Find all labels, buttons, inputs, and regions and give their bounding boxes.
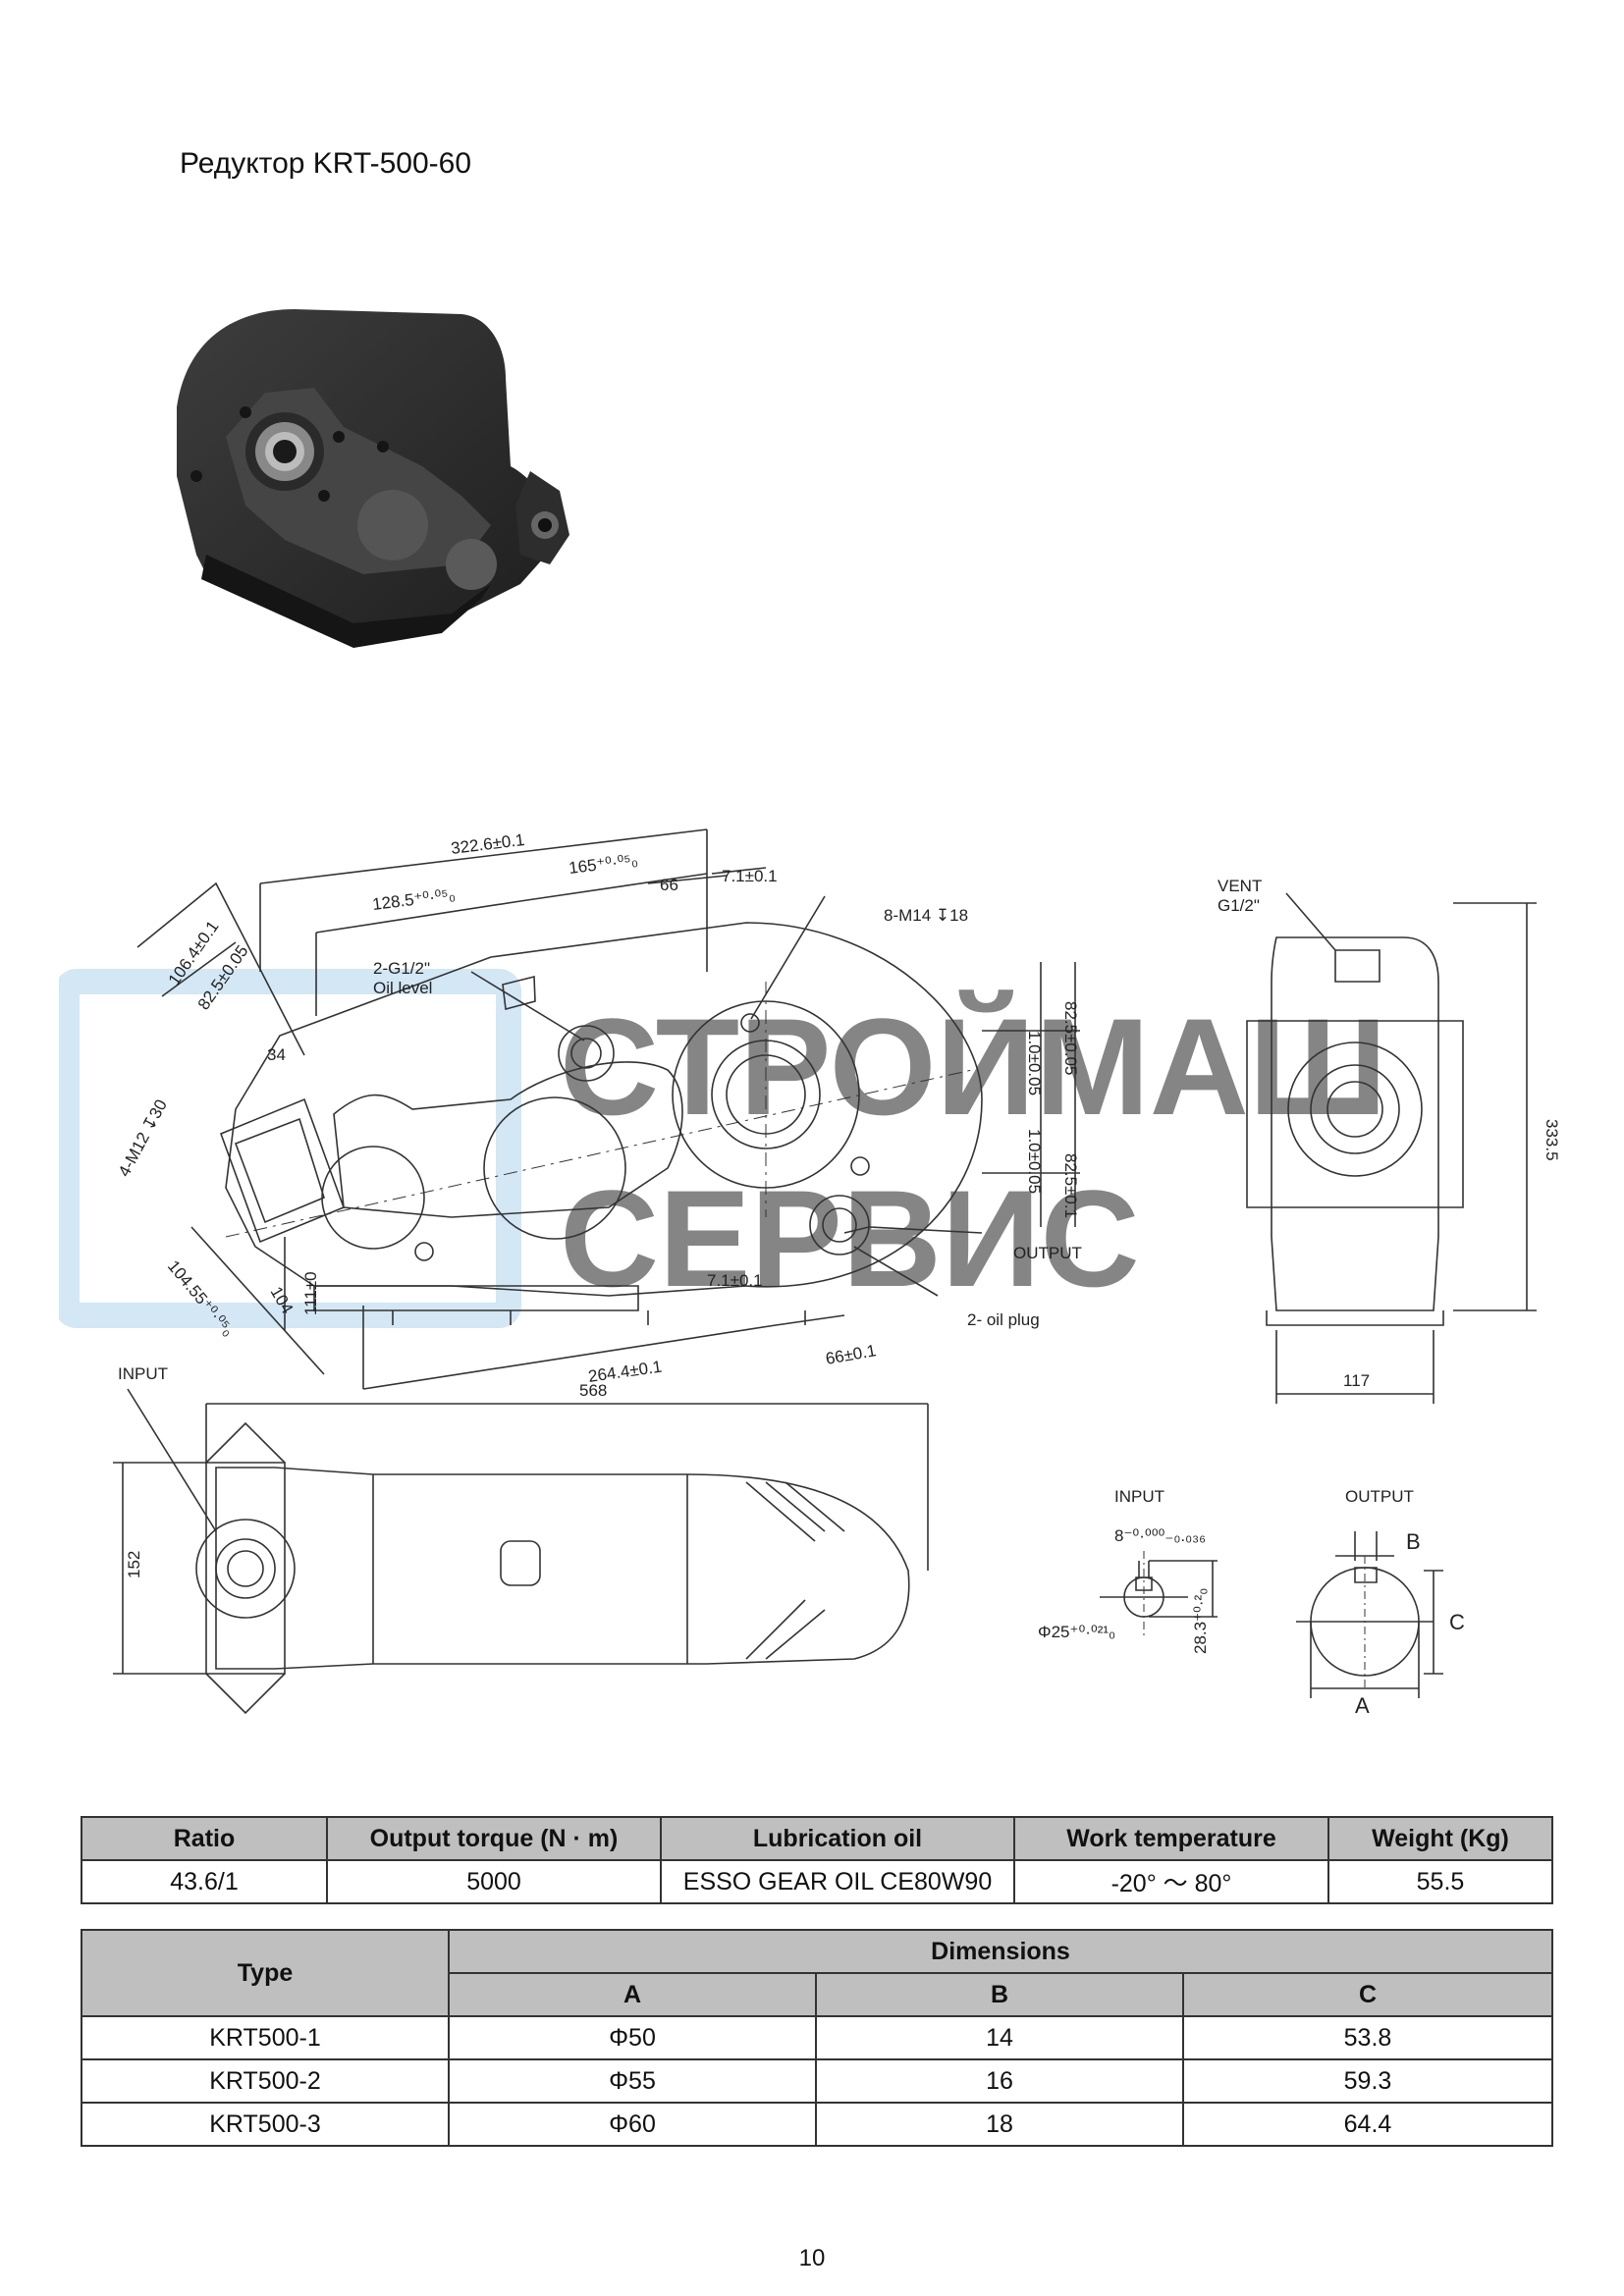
- dims-c: 64.4: [1182, 2102, 1553, 2147]
- dims-header-row: Type Dimensions: [81, 1929, 1553, 2017]
- watermark-line1: СТРОЙМАШ: [560, 989, 1387, 1144]
- dim-right-top: 82.5±0.05: [1061, 1001, 1080, 1076]
- bolts-label: 4-M12 ↧30: [115, 1096, 171, 1180]
- oil-level-label-2: Oil level: [373, 979, 432, 997]
- top-dim-length: 568: [579, 1381, 607, 1400]
- spec-ratio: 43.6/1: [81, 1859, 328, 1904]
- dim-overall: 322.6±0.1: [450, 830, 525, 858]
- dim-111: 111±0: [301, 1271, 320, 1315]
- output-label-side: OUTPUT: [1013, 1244, 1082, 1262]
- spec-header-temperature: Work temperature: [1013, 1816, 1329, 1861]
- dim-66-top: 66: [660, 876, 678, 894]
- end-dim-width: 117: [1343, 1371, 1370, 1390]
- technical-drawing: СТРОЙМАШ СЕРВИС: [59, 828, 1561, 1718]
- input-dim-key: 8⁻⁰·⁰⁰⁰₋₀.₀₃₆: [1114, 1526, 1206, 1545]
- input-shaft-label: INPUT: [1114, 1487, 1164, 1506]
- output-dim-b: B: [1406, 1529, 1421, 1554]
- dims-type: KRT500-3: [81, 2102, 450, 2147]
- dims-a: Φ55: [448, 2058, 817, 2104]
- spec-torque: 5000: [326, 1859, 662, 1904]
- spec-weight: 55.5: [1327, 1859, 1553, 1904]
- dims-b: 16: [815, 2058, 1184, 2104]
- dim-128: 128.5⁺⁰·⁰⁵₀: [371, 885, 457, 914]
- dims-type: KRT500-2: [81, 2058, 450, 2104]
- spec-oil: ESSO GEAR OIL CE80W90: [660, 1859, 1015, 1904]
- page-title: Редуктор KRT-500-60: [180, 147, 471, 180]
- top-input-label: INPUT: [118, 1364, 168, 1383]
- watermark-frame: [59, 969, 521, 1328]
- table-row: KRT500-3 Φ60 18 64.4: [81, 2102, 1553, 2147]
- table-row: KRT500-1 Φ50 14 53.8: [81, 2015, 1553, 2060]
- dims-a: Φ60: [448, 2102, 817, 2147]
- oil-plug-label: 2- oil plug: [967, 1310, 1040, 1329]
- dim-7-top: 7.1±0.1: [722, 867, 778, 885]
- spec-header-row: Ratio Output torque (N · m) Lubrication …: [81, 1816, 1553, 1861]
- dim-34: 34: [267, 1045, 286, 1064]
- dims-header-type: Type: [81, 1929, 450, 2017]
- spec-header-ratio: Ratio: [81, 1816, 328, 1861]
- gearbox-photo: [177, 309, 569, 648]
- top-dim-height: 152: [125, 1551, 143, 1578]
- spec-temperature: -20° ～ 80°: [1013, 1859, 1329, 1904]
- spec-table: Ratio Output torque (N · m) Lubrication …: [81, 1816, 1553, 1904]
- dims-b: 14: [815, 2015, 1184, 2060]
- dims-header-dimensions: Dimensions: [448, 1929, 1553, 1974]
- spec-row: 43.6/1 5000 ESSO GEAR OIL CE80W90 -20° ～…: [81, 1859, 1553, 1904]
- dimensions-table: Type Dimensions A B C KRT500-1 Φ50 14 53…: [81, 1929, 1553, 2147]
- dims-b: 18: [815, 2102, 1184, 2147]
- vent-label-1: VENT: [1218, 877, 1262, 895]
- dims-type: KRT500-1: [81, 2015, 450, 2060]
- output-dim-a: A: [1355, 1693, 1370, 1718]
- page-number: 10: [798, 2245, 826, 2271]
- bolt-holes-label: 8-M14 ↧18: [884, 906, 968, 925]
- dims-subheader-row: A B C: [81, 1972, 1553, 2017]
- input-dim-depth: 28.3⁺⁰·²₀: [1191, 1588, 1210, 1654]
- input-dim-diameter: Φ25⁺⁰·⁰²¹₀: [1038, 1623, 1115, 1641]
- output-dim-c: C: [1449, 1610, 1465, 1634]
- table-row: KRT500-2 Φ55 16 59.3: [81, 2058, 1553, 2104]
- vent-label-2: G1/2": [1218, 896, 1260, 915]
- dims-header-b: B: [815, 1972, 1184, 2017]
- oil-level-label-1: 2-G1/2": [373, 959, 430, 978]
- dims-header-c: C: [1182, 1972, 1553, 2017]
- spec-header-weight: Weight (Kg): [1327, 1816, 1553, 1861]
- dim-66-bottom: 66±0.1: [824, 1341, 877, 1368]
- dim-right-mid: 1.0±0.05: [1025, 1031, 1044, 1095]
- dim-right-mid2: 1.0±0.05: [1025, 1129, 1044, 1194]
- end-dim-height: 333.5: [1543, 1119, 1561, 1161]
- dim-right-bottom: 82.5±0.1: [1061, 1153, 1080, 1218]
- output-shaft-label: OUTPUT: [1345, 1487, 1414, 1506]
- dims-c: 53.8: [1182, 2015, 1553, 2060]
- spec-header-torque: Output torque (N · m): [326, 1816, 662, 1861]
- dims-header-a: A: [448, 1972, 817, 2017]
- dim-165: 165⁺⁰·⁰⁵₀: [568, 850, 639, 877]
- dims-a: Φ50: [448, 2015, 817, 2060]
- dim-7-bottom: 7.1±0.1: [707, 1271, 763, 1290]
- dims-c: 59.3: [1182, 2058, 1553, 2104]
- spec-header-oil: Lubrication oil: [660, 1816, 1015, 1861]
